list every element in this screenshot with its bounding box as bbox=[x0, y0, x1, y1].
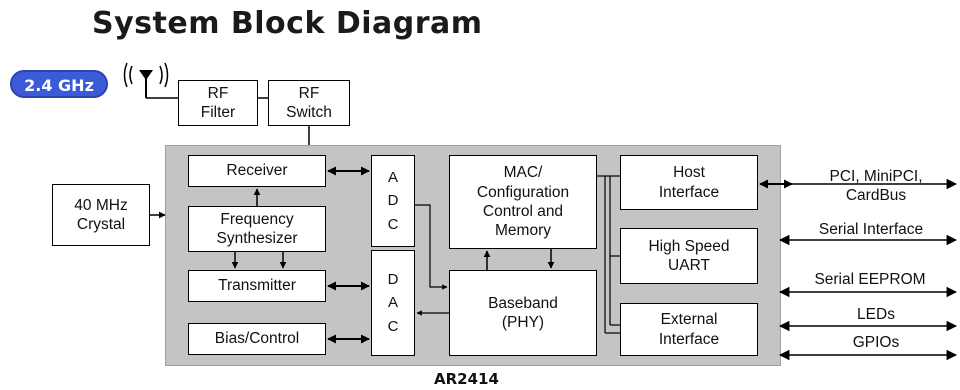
gpios-label: GPIOs bbox=[852, 334, 900, 351]
pci-interface-label: PCI, MiniPCI, CardBus bbox=[829, 168, 923, 204]
transmitter-block: Transmitter bbox=[188, 270, 326, 302]
mac-block: MAC/ Configuration Control and Memory bbox=[449, 155, 597, 249]
bias-control-block: Bias/Control bbox=[188, 323, 326, 355]
diagram-title: System Block Diagram bbox=[92, 6, 483, 41]
uart-block: High Speed UART bbox=[620, 228, 758, 284]
frequency-synthesizer-block: Frequency Synthesizer bbox=[188, 206, 326, 252]
external-interface-block: External Interface bbox=[620, 303, 758, 356]
rf-filter-block: RF Filter bbox=[178, 80, 258, 126]
dac-block: D A C bbox=[371, 250, 415, 356]
baseband-block: Baseband (PHY) bbox=[449, 270, 597, 356]
host-interface-block: Host Interface bbox=[620, 155, 758, 210]
leds-label: LEDs bbox=[857, 306, 895, 323]
frequency-band-badge: 2.4 GHz bbox=[10, 70, 108, 98]
crystal-block: 40 MHz Crystal bbox=[52, 184, 150, 246]
rf-switch-block: RF Switch bbox=[268, 80, 350, 126]
serial-eeprom-label: Serial EEPROM bbox=[814, 271, 926, 288]
receiver-block: Receiver bbox=[188, 155, 326, 187]
adc-block: A D C bbox=[371, 155, 415, 247]
serial-interface-label: Serial Interface bbox=[818, 221, 924, 238]
adc-to-baseband-arrow bbox=[415, 204, 448, 290]
antenna-icon bbox=[123, 62, 169, 98]
part-number: AR2414 bbox=[434, 370, 499, 388]
